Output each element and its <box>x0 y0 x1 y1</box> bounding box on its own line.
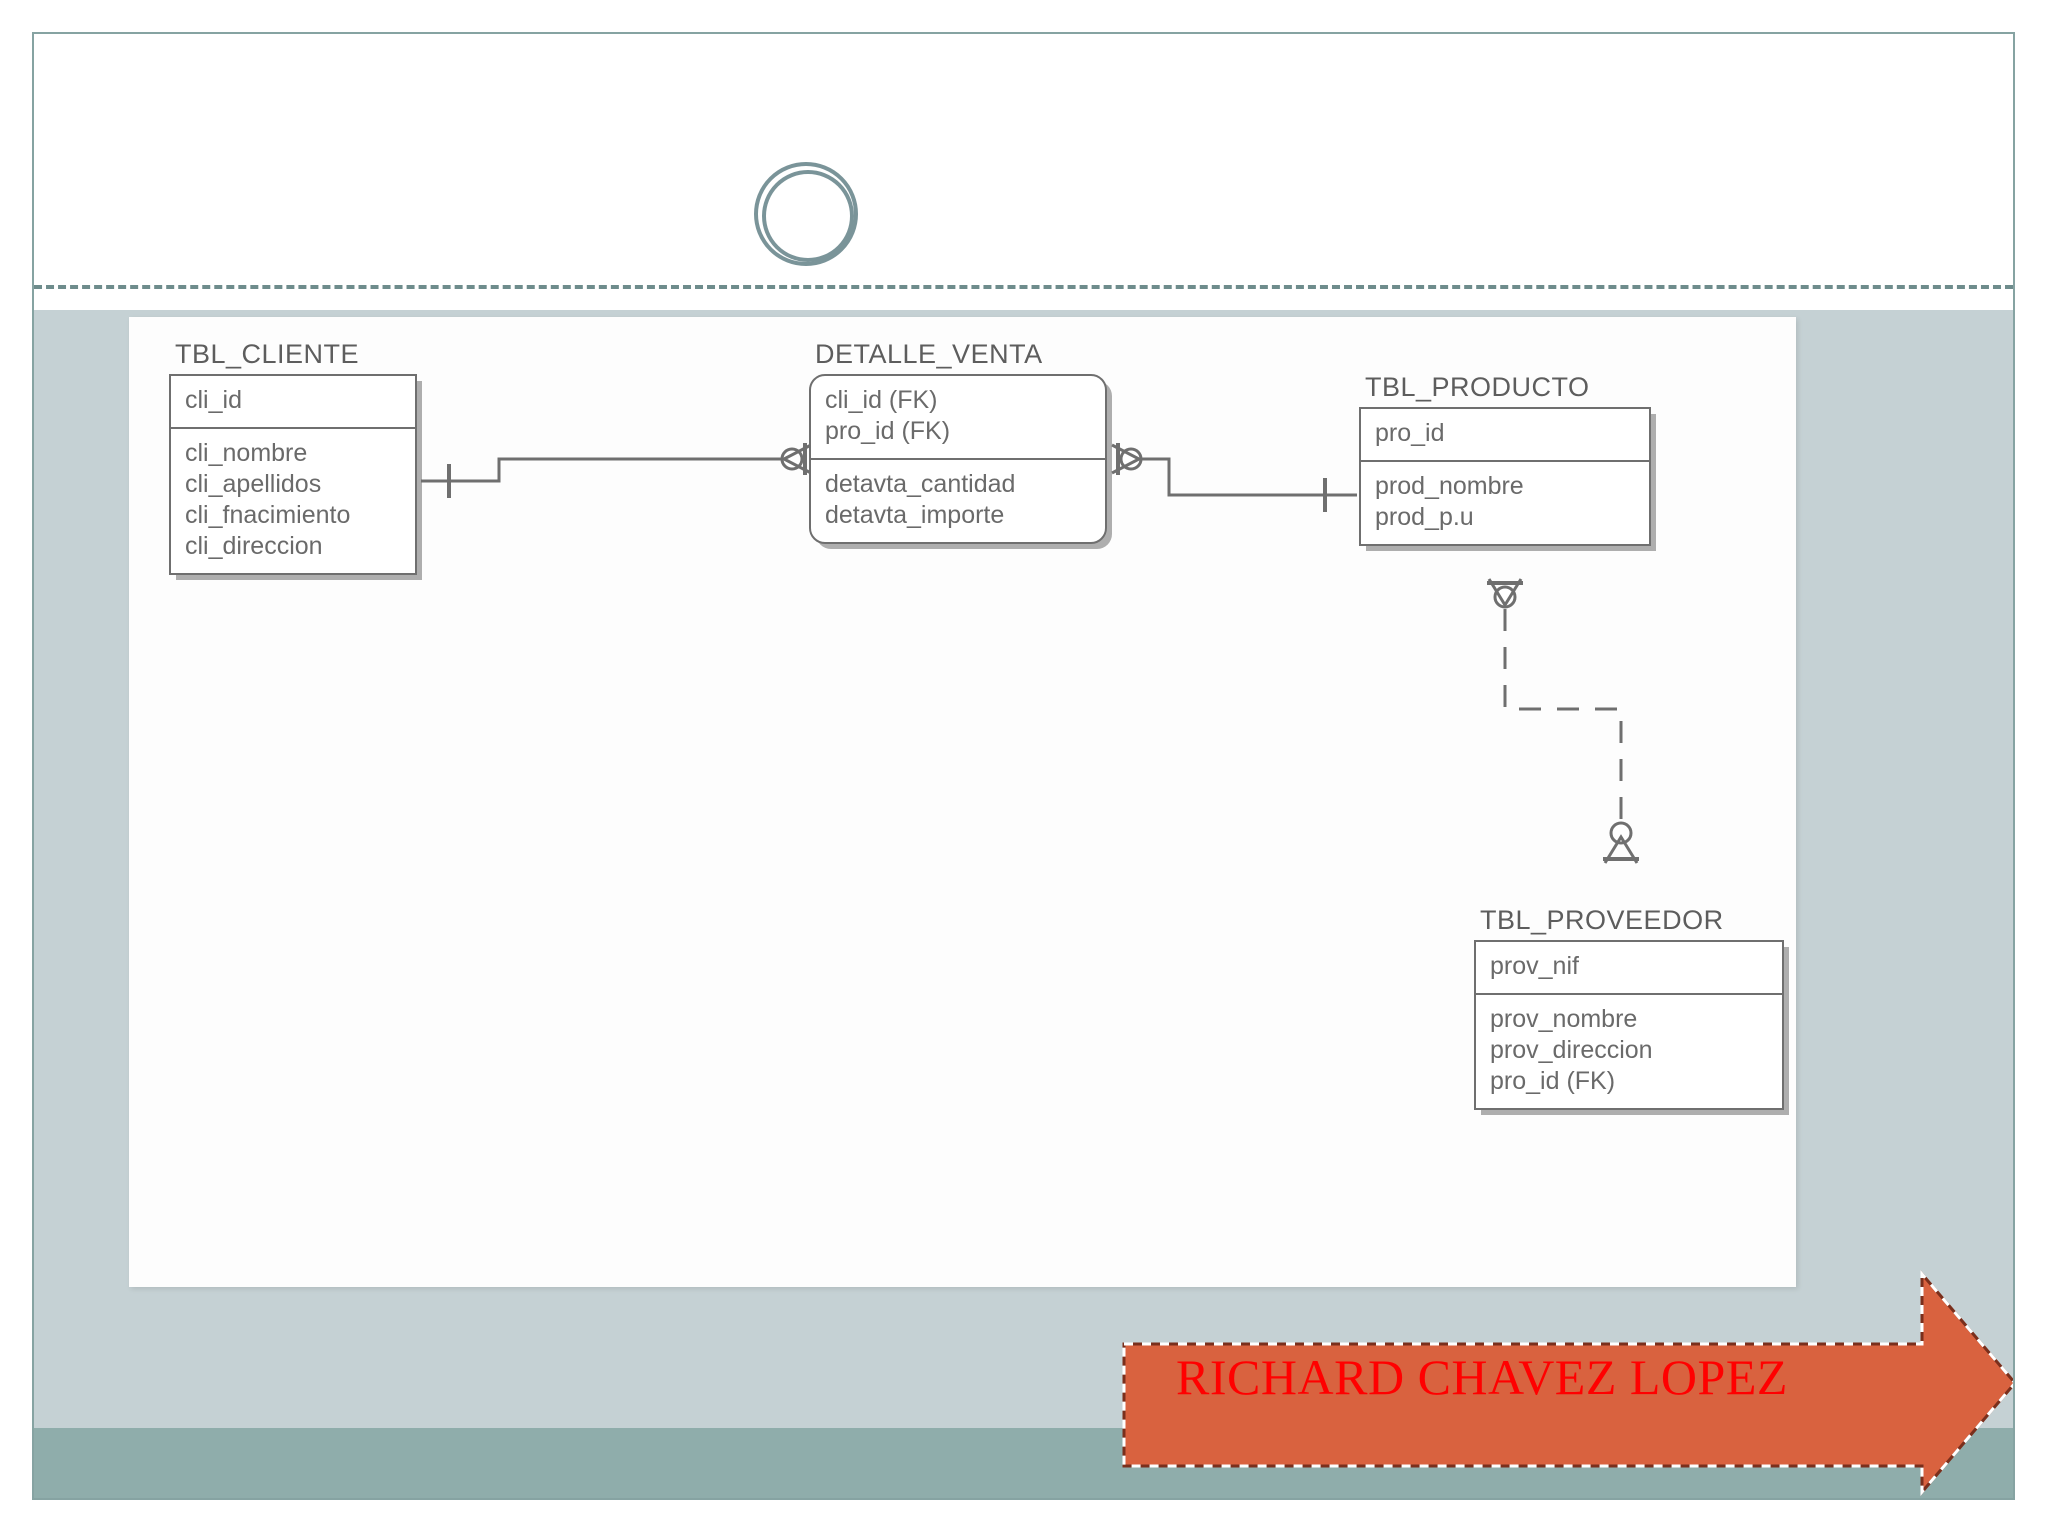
entity-attribute: detavta_importe <box>825 501 1005 529</box>
crowsfoot-detalle-right <box>1111 443 1143 475</box>
entity-title: TBL_PROVEEDOR <box>1480 905 1724 935</box>
entity-attribute: pro_id (FK) <box>825 417 951 445</box>
presentation-slide: TBL_CLIENTE cli_id cli_nombre cli_apelli… <box>32 32 2015 1500</box>
entity-attribute-section: detavta_cantidad detavta_importe <box>811 460 1105 542</box>
entity-title: TBL_CLIENTE <box>175 339 360 369</box>
entity-attribute: cli_id (FK) <box>825 386 938 414</box>
entity-attribute: cli_apellidos <box>185 470 322 498</box>
circle-ring-outer <box>754 162 858 266</box>
crowsfoot-detalle-left <box>780 443 812 475</box>
entity-box: cli_id (FK) pro_id (FK) detavta_cantidad… <box>809 374 1107 544</box>
entity-key-section: prov_nif <box>1476 942 1782 995</box>
entity-attribute: prod_p.u <box>1375 503 1474 531</box>
entity-box: pro_id prod_nombre prod_p.u <box>1359 407 1651 546</box>
entity-attribute: cli_id <box>185 386 242 414</box>
arrow-graphic <box>1122 1269 2013 1497</box>
entity-attribute-section: prov_nombre prov_direccion pro_id (FK) <box>1476 995 1782 1108</box>
relationship-line-detalle-producto <box>1124 457 1357 497</box>
crowsfoot-producto <box>1487 578 1523 608</box>
title-divider <box>34 285 2013 289</box>
entity-attribute: cli_direccion <box>185 532 323 560</box>
relationship-line-producto-proveedor <box>1503 609 1623 819</box>
entity-attribute: detavta_cantidad <box>825 470 1016 498</box>
arrow-selection-outline <box>1122 1269 2013 1497</box>
entity-tbl-proveedor[interactable]: TBL_PROVEEDOR prov_nif prov_nombre prov_… <box>1474 905 1784 1110</box>
entity-tbl-producto[interactable]: TBL_PRODUCTO pro_id prod_nombre prod_p.u <box>1359 372 1651 546</box>
entity-attribute: prov_nif <box>1490 952 1579 980</box>
entity-attribute: pro_id (FK) <box>1490 1067 1616 1095</box>
entity-tbl-cliente[interactable]: TBL_CLIENTE cli_id cli_nombre cli_apelli… <box>169 339 417 575</box>
entity-box: cli_id cli_nombre cli_apellidos cli_fnac… <box>169 374 417 575</box>
circle-ring-inner <box>762 170 854 262</box>
entity-attribute: cli_fnacimiento <box>185 501 351 529</box>
relationship-line-cliente-detalle <box>421 457 801 483</box>
name-arrow-shape[interactable]: RICHARD CHAVEZ LOPEZ <box>1122 1252 2013 1498</box>
entity-attribute: pro_id <box>1375 419 1445 447</box>
circle-decoration-icon <box>748 156 864 272</box>
entity-box: prov_nif prov_nombre prov_direccion pro_… <box>1474 940 1784 1110</box>
cardinality-zero-proveedor <box>1609 821 1633 845</box>
arrow-label: RICHARD CHAVEZ LOPEZ <box>1176 1349 1788 1405</box>
entity-detalle-venta[interactable]: DETALLE_VENTA cli_id (FK) pro_id (FK) de… <box>809 339 1107 544</box>
entity-key-section: pro_id <box>1361 409 1649 462</box>
entity-attribute-section: prod_nombre prod_p.u <box>1361 462 1649 544</box>
entity-attribute: prov_direccion <box>1490 1036 1653 1064</box>
entity-title: DETALLE_VENTA <box>815 339 1043 369</box>
entity-key-section: cli_id <box>171 376 415 429</box>
er-diagram-panel[interactable]: TBL_CLIENTE cli_id cli_nombre cli_apelli… <box>129 317 1796 1287</box>
entity-key-section: cli_id (FK) pro_id (FK) <box>811 376 1105 460</box>
entity-attribute: prov_nombre <box>1490 1005 1638 1033</box>
er-relationship-lines <box>421 443 1639 864</box>
entity-attribute-section: cli_nombre cli_apellidos cli_fnacimiento… <box>171 429 415 573</box>
crowsfoot-proveedor <box>1603 834 1639 864</box>
entity-attribute: prod_nombre <box>1375 472 1524 500</box>
entity-title: TBL_PRODUCTO <box>1365 372 1590 402</box>
entity-attribute: cli_nombre <box>185 439 308 467</box>
